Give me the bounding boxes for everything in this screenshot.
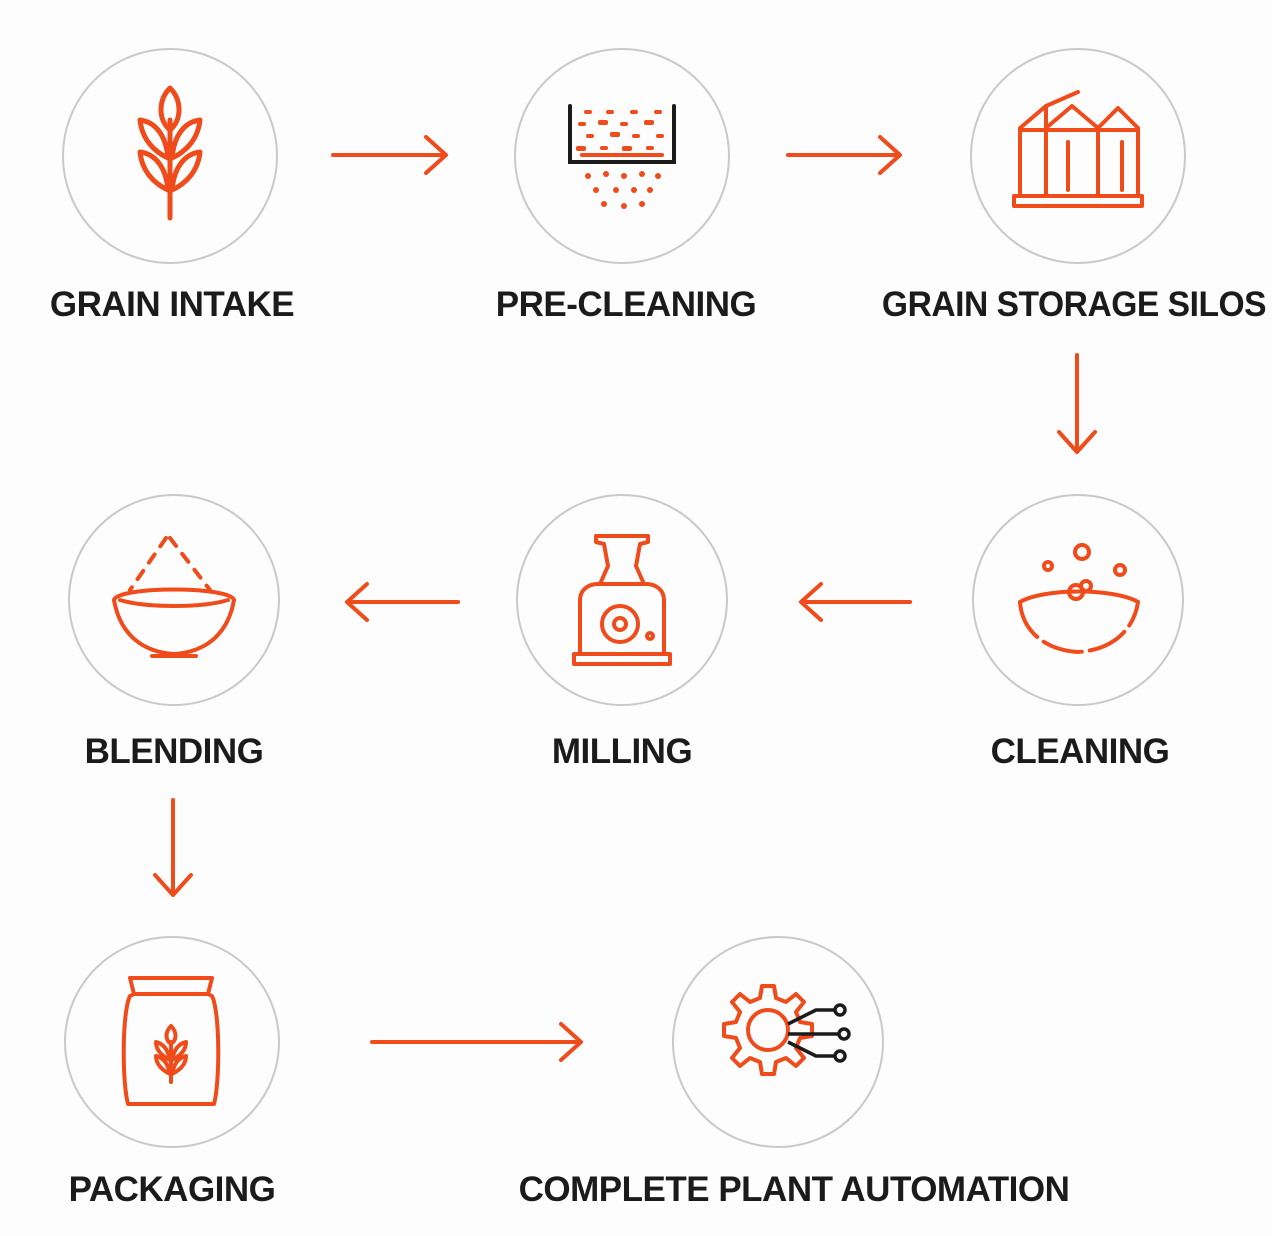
step-label: PRE-CLEANING [495, 285, 757, 324]
step-label: GRAIN STORAGE SILOS [881, 285, 1267, 324]
blending-bowl-icon [112, 536, 236, 658]
washing-bowl-icon [1018, 543, 1140, 655]
arrow-precleaning-to-silos [786, 135, 902, 175]
automation-gear-icon [722, 984, 851, 1076]
silos-icon [1012, 90, 1144, 208]
step-label: BLENDING [84, 732, 264, 771]
step-circle [516, 494, 728, 706]
arrow-milling-to-blending [345, 582, 460, 622]
mill-machine-icon [572, 534, 672, 666]
flour-bag-icon [121, 976, 221, 1106]
step-label: MILLING [551, 732, 693, 771]
arrow-blending-to-packaging [153, 798, 193, 897]
step-label: GRAIN INTAKE [49, 285, 295, 324]
step-circle [970, 48, 1186, 264]
step-label: CLEANING [990, 732, 1170, 771]
arrow-cleaning-to-milling [799, 582, 912, 622]
step-circle [672, 936, 884, 1148]
step-label: COMPLETE PLANT AUTOMATION [518, 1170, 1070, 1209]
arrow-silos-to-cleaning [1057, 353, 1097, 454]
step-label: PACKAGING [68, 1170, 276, 1209]
wheat-icon [137, 85, 203, 221]
arrow-intake-to-precleaning [331, 135, 448, 175]
step-circle [68, 494, 280, 706]
sieve-icon [568, 104, 676, 209]
arrow-packaging-to-automation [370, 1022, 583, 1062]
